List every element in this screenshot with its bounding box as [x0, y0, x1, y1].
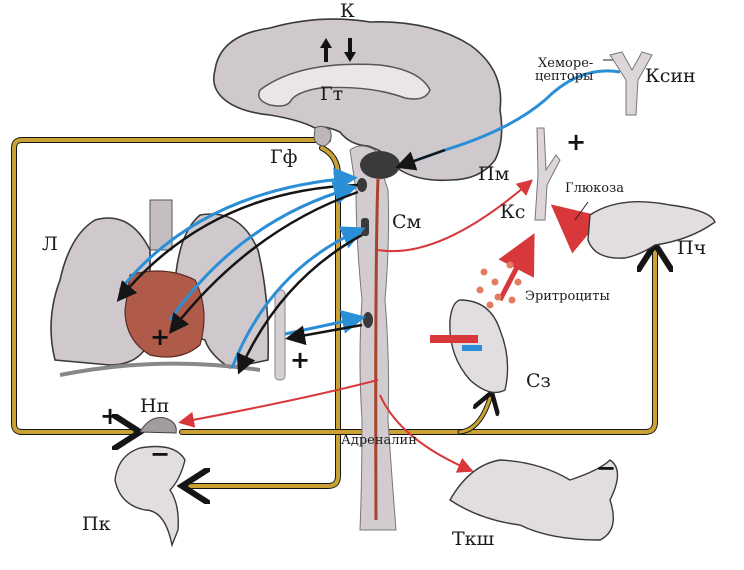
- spinal-to-vessels: [377, 179, 534, 253]
- corpus-callosum: [258, 63, 431, 107]
- lungs-and-heart: [50, 199, 286, 381]
- efferent-lung-1: [116, 183, 359, 302]
- spinal-to-adrenal: [178, 379, 379, 428]
- brain-hemisphere: [212, 18, 503, 182]
- kidney: [114, 445, 186, 548]
- erythrocyte-dots: [476, 261, 522, 309]
- pituitary-gland: [313, 125, 332, 147]
- label-liver: Пч: [677, 237, 706, 259]
- nerve-pathways: [116, 69, 621, 375]
- sign-adrenal-plus: +: [100, 402, 120, 430]
- label-medulla: Пм: [478, 163, 510, 185]
- label-spleen: Сз: [526, 370, 551, 392]
- sign-vessels-plus: +: [566, 128, 586, 156]
- right-organs: [114, 51, 716, 548]
- adrenal-gland: [139, 417, 177, 434]
- sympathetic-pathways: [178, 59, 618, 473]
- label-pituitary: Гф: [270, 146, 298, 168]
- label-adrenaline: Адреналин: [341, 433, 417, 448]
- splenic-artery: [430, 335, 478, 343]
- sign-heart-plus: +: [150, 323, 170, 351]
- cortex-arrow-down: [344, 38, 356, 62]
- gi-tissue: [449, 459, 619, 541]
- carotid-sinus-vessel: [609, 51, 653, 116]
- label-spinal-cord: См: [392, 211, 422, 233]
- spinal-to-gi: [379, 394, 474, 473]
- afferent-lung-1: [118, 167, 358, 291]
- label-chemoreceptors-2: цепторы: [535, 69, 593, 84]
- hormonal-pathways: [11, 137, 655, 486]
- efferent-chest-1: [236, 233, 363, 375]
- label-carotid-sinus: Ксин: [645, 65, 696, 87]
- label-cortex: К: [340, 0, 355, 22]
- label-gi-tissue: Ткш: [452, 528, 495, 550]
- heart: [124, 270, 205, 358]
- liver: [587, 201, 716, 259]
- label-adrenal: Нп: [140, 395, 169, 417]
- chemoreceptor-afferent: [399, 69, 621, 168]
- left-lung: [50, 217, 151, 366]
- sign-chest-plus: +: [290, 346, 310, 374]
- label-erythrocytes: Эритроциты: [525, 289, 610, 304]
- glucose-arrow: [550, 204, 604, 254]
- glucose-pointer: [574, 201, 589, 221]
- spinal-nucleus-1: [357, 178, 367, 192]
- diaphragm: [59, 361, 261, 377]
- label-lungs: Л: [42, 233, 58, 255]
- spinal-tract: [374, 177, 380, 521]
- afferent-heart-1: [168, 181, 358, 321]
- erythrocyte-arrow: [497, 233, 535, 302]
- brainstem: [349, 145, 397, 531]
- splenic-vein: [462, 345, 482, 351]
- medulla-nucleus: [360, 151, 400, 179]
- sign-kidney-minus: −: [150, 440, 170, 468]
- efferent-rib: [285, 323, 363, 346]
- spinal-nucleus-2: [361, 218, 369, 236]
- label-glucose: Глюкоза: [565, 181, 624, 196]
- efferent-heart-1: [168, 190, 359, 334]
- label-kidney: Пк: [82, 513, 111, 535]
- labels: К Гт Гф Пм См Л Нп Пк Ксин Хеморе- цепто…: [42, 0, 706, 550]
- label-chemoreceptors-1: Хеморе-: [538, 56, 593, 71]
- afferent-chest-1: [230, 226, 366, 369]
- label-blood-vessels: Кс: [500, 201, 525, 223]
- label-hypothalamus: Гт: [320, 83, 343, 105]
- blood-vessel: [534, 127, 561, 221]
- spinal-nucleus-3: [363, 312, 373, 328]
- sign-gi-minus: −: [596, 454, 616, 482]
- cortex-arrow-up: [320, 38, 332, 62]
